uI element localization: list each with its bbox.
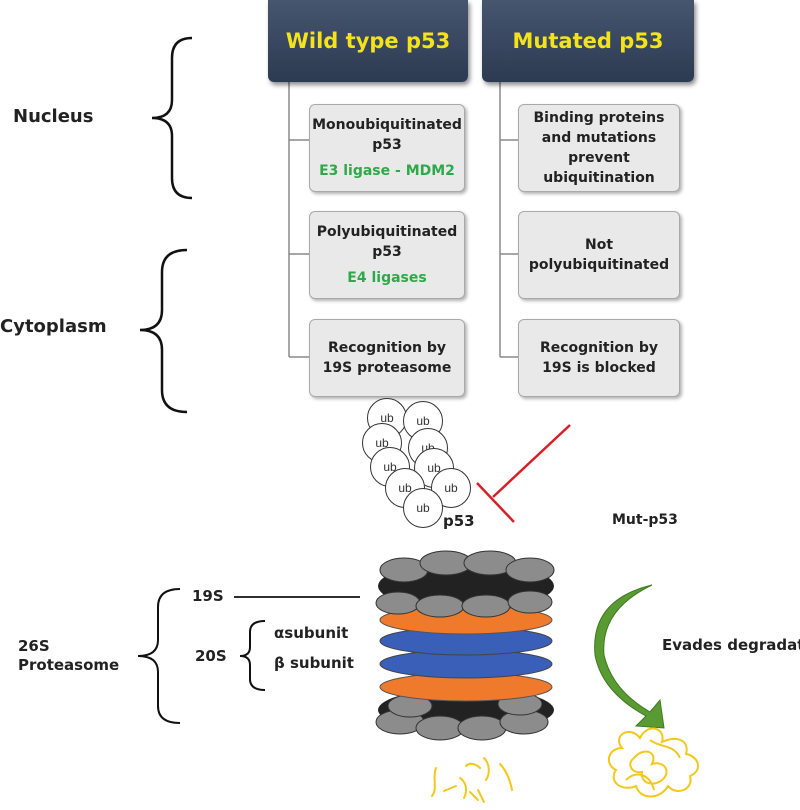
inhibition-bar	[476, 482, 515, 523]
mutated-step-recognition-blocked: Recognition by 19S is blocked	[518, 319, 680, 397]
wild-type-step-recognition: Recognition by 19S proteasome	[309, 319, 465, 397]
wild-type-step-polyubiquitinated: Polyubiquitinated p53 E4 ligases	[309, 211, 465, 299]
wild-type-connector	[288, 82, 309, 358]
mutated-step-binding-proteins: Binding proteins and mutations prevent u…	[518, 104, 680, 192]
mutated-step-label: Binding proteins and mutations prevent u…	[533, 110, 665, 186]
peptide-fragments	[431, 757, 513, 803]
mutated-step-label: Recognition by 19S is blocked	[539, 340, 659, 376]
alpha-subunit-label: αsubunit	[274, 624, 349, 642]
proteasome-label: 26S Proteasome	[18, 637, 128, 675]
wild-type-step-label: Recognition by 19S proteasome	[322, 340, 452, 376]
wild-type-step-enzyme: E3 ligase - MDM2	[319, 163, 455, 179]
mutated-step-label: Not polyubiquitinated	[528, 237, 670, 273]
mutated-header-label: Mutated p53	[512, 29, 664, 53]
proteasome-brace	[137, 588, 181, 724]
p53-label: p53	[443, 512, 475, 530]
mutated-header: Mutated p53	[482, 0, 694, 82]
intact-mut-p53-tangle	[607, 727, 700, 798]
cap-19s-label: 19S	[192, 587, 224, 605]
mutated-connector	[499, 82, 518, 358]
wild-type-step-label: Polyubiquitinated p53	[316, 224, 458, 260]
inhibition-line	[492, 424, 571, 498]
core-20s-label: 20S	[195, 647, 227, 665]
evades-degradation-label: Evades degradation	[662, 636, 800, 654]
cytoplasm-label: Cytoplasm	[0, 316, 107, 337]
mutated-step-not-polyubiquitinated: Not polyubiquitinated	[518, 211, 680, 299]
cytoplasm-brace	[139, 248, 188, 414]
proteasome-name: 26S Proteasome	[18, 637, 120, 674]
nucleus-label: Nucleus	[13, 106, 94, 127]
core-brace	[239, 620, 266, 691]
proteasome-graphic	[375, 550, 555, 741]
ubiquitin-unit: ub	[403, 488, 443, 528]
wild-type-step-label: Monoubiquitinated p53	[312, 117, 462, 153]
nucleus-brace	[151, 36, 193, 200]
wild-type-step-enzyme: E4 ligases	[347, 270, 427, 286]
wild-type-step-monoubiquitinated: Monoubiquitinated p53 E3 ligase - MDM2	[309, 104, 465, 192]
wild-type-header-label: Wild type p53	[285, 29, 451, 53]
wild-type-header: Wild type p53	[268, 0, 468, 82]
evade-arrow	[594, 584, 665, 729]
mut-p53-label: Mut-p53	[612, 512, 678, 528]
beta-subunit-label: β subunit	[274, 654, 354, 672]
